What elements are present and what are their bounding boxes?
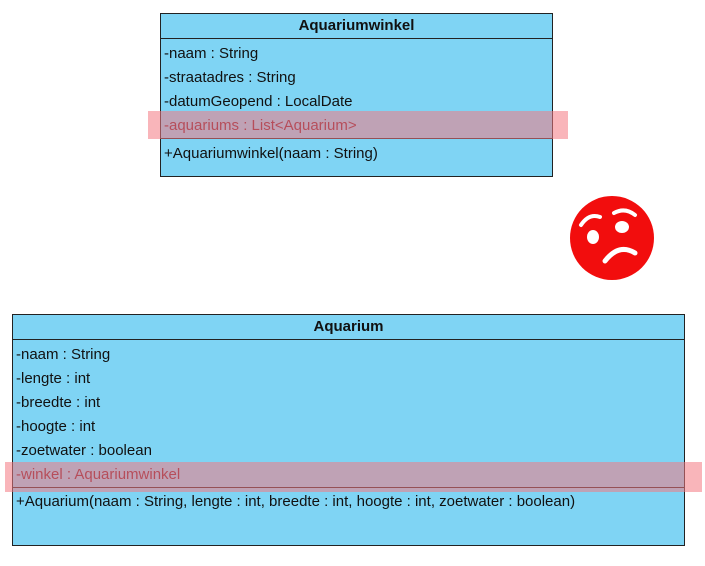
attribute-row: -naam : String [164, 45, 259, 62]
attribute-row: -straatadres : String [164, 69, 296, 86]
attribute-row-highlighted: -winkel : Aquariumwinkel [16, 466, 181, 483]
attribute-row: -datumGeopend : LocalDate [164, 93, 353, 110]
operation-row: +Aquarium(naam : String, lengte : int, b… [16, 493, 576, 510]
class-title: Aquariumwinkel [161, 14, 552, 39]
operation-row: +Aquariumwinkel(naam : String) [164, 145, 378, 162]
attribute-row: -naam : String [16, 346, 111, 363]
class-aquarium: Aquarium -naam : String -lengte : int -b… [12, 314, 685, 546]
class-title: Aquarium [13, 315, 684, 340]
attribute-row: -lengte : int [16, 370, 91, 387]
attribute-row: -hoogte : int [16, 418, 96, 435]
class-aquariumwinkel: Aquariumwinkel -naam : String -straatadr… [160, 13, 553, 177]
attribute-row: -breedte : int [16, 394, 101, 411]
attributes-section: -naam : String -lengte : int -breedte : … [13, 340, 684, 487]
operations-section: +Aquarium(naam : String, lengte : int, b… [13, 487, 684, 514]
worried-face-icon [569, 195, 655, 281]
operations-section: +Aquariumwinkel(naam : String) [161, 138, 552, 166]
attribute-row: -zoetwater : boolean [16, 442, 152, 459]
attribute-row-highlighted: -aquariums : List<Aquarium> [164, 117, 357, 134]
attributes-section: -naam : String -straatadres : String -da… [161, 39, 552, 138]
